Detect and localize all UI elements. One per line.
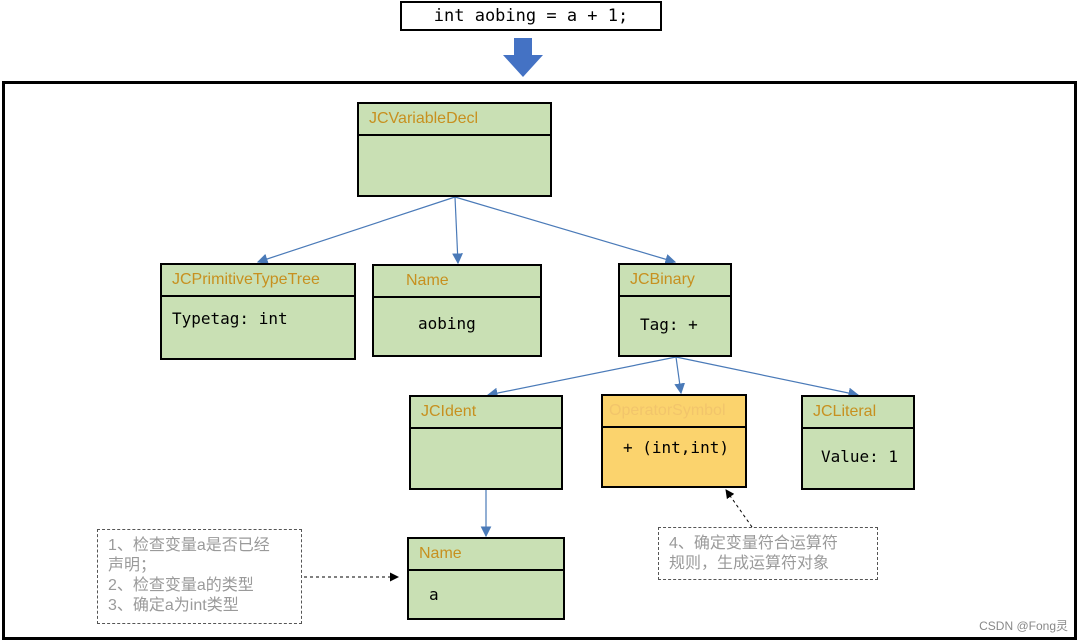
note-line: 规则，生成运算符对象 xyxy=(669,555,830,572)
note-operator-check: 4、确定变量符合运算符 规则，生成运算符对象 xyxy=(658,527,878,580)
node-title: OperatorSymbol xyxy=(603,396,745,428)
node-name-aobing: Name aobing xyxy=(372,264,542,357)
node-body: aobing xyxy=(418,314,476,333)
node-body xyxy=(411,429,561,441)
node-body: Value: 1 xyxy=(821,447,899,466)
node-body: a xyxy=(429,585,439,604)
note-line: 声明； xyxy=(108,557,157,574)
node-jcprimitivetypetree: JCPrimitiveTypeTree Typetag: int xyxy=(160,263,356,360)
node-body: Typetag: int xyxy=(172,309,288,328)
node-body: + (int,int) xyxy=(623,438,729,457)
node-title: JCIdent xyxy=(411,397,561,429)
node-jcbinary: JCBinary Tag: + xyxy=(618,263,732,357)
edge-decl-type xyxy=(256,196,456,265)
node-title: Name xyxy=(409,539,563,571)
big-down-arrow xyxy=(503,38,543,77)
node-title: Name xyxy=(374,266,540,298)
edge-decl-name xyxy=(452,196,463,265)
node-title: JCBinary xyxy=(620,265,730,297)
node-title: JCVariableDecl xyxy=(359,104,550,136)
source-code-line: int aobing = a + 1; xyxy=(400,1,662,31)
node-jcident: JCIdent xyxy=(409,395,563,490)
dashed-arrow-right-note xyxy=(725,489,753,528)
note-line: 2、检查变量a的类型 xyxy=(108,577,254,594)
note-line: 4、确定变量符合运算符 xyxy=(669,535,838,552)
node-operatorsymbol: OperatorSymbol + (int,int) xyxy=(601,394,747,488)
node-title: JCPrimitiveTypeTree xyxy=(162,265,354,297)
edge-binary-literal xyxy=(675,356,860,399)
watermark: CSDN @Fong灵 xyxy=(979,619,1068,633)
note-name-checks: 1、检查变量a是否已经 声明； 2、检查变量a的类型 3、确定a为int类型 xyxy=(97,529,302,624)
node-name-a: Name a xyxy=(407,537,565,620)
node-jcvariabledecl: JCVariableDecl xyxy=(357,102,552,197)
node-jcliteral: JCLiteral Value: 1 xyxy=(801,395,915,490)
note-line: 3、确定a为int类型 xyxy=(108,597,239,614)
edge-binary-ident xyxy=(486,356,677,399)
edge-binary-operator xyxy=(674,356,686,395)
node-body xyxy=(359,136,550,148)
node-body: Tag: + xyxy=(640,315,698,334)
ast-frame xyxy=(2,81,1077,640)
edge-decl-binary xyxy=(454,196,677,265)
node-title: JCLiteral xyxy=(803,397,913,429)
note-line: 1、检查变量a是否已经 xyxy=(108,537,270,554)
